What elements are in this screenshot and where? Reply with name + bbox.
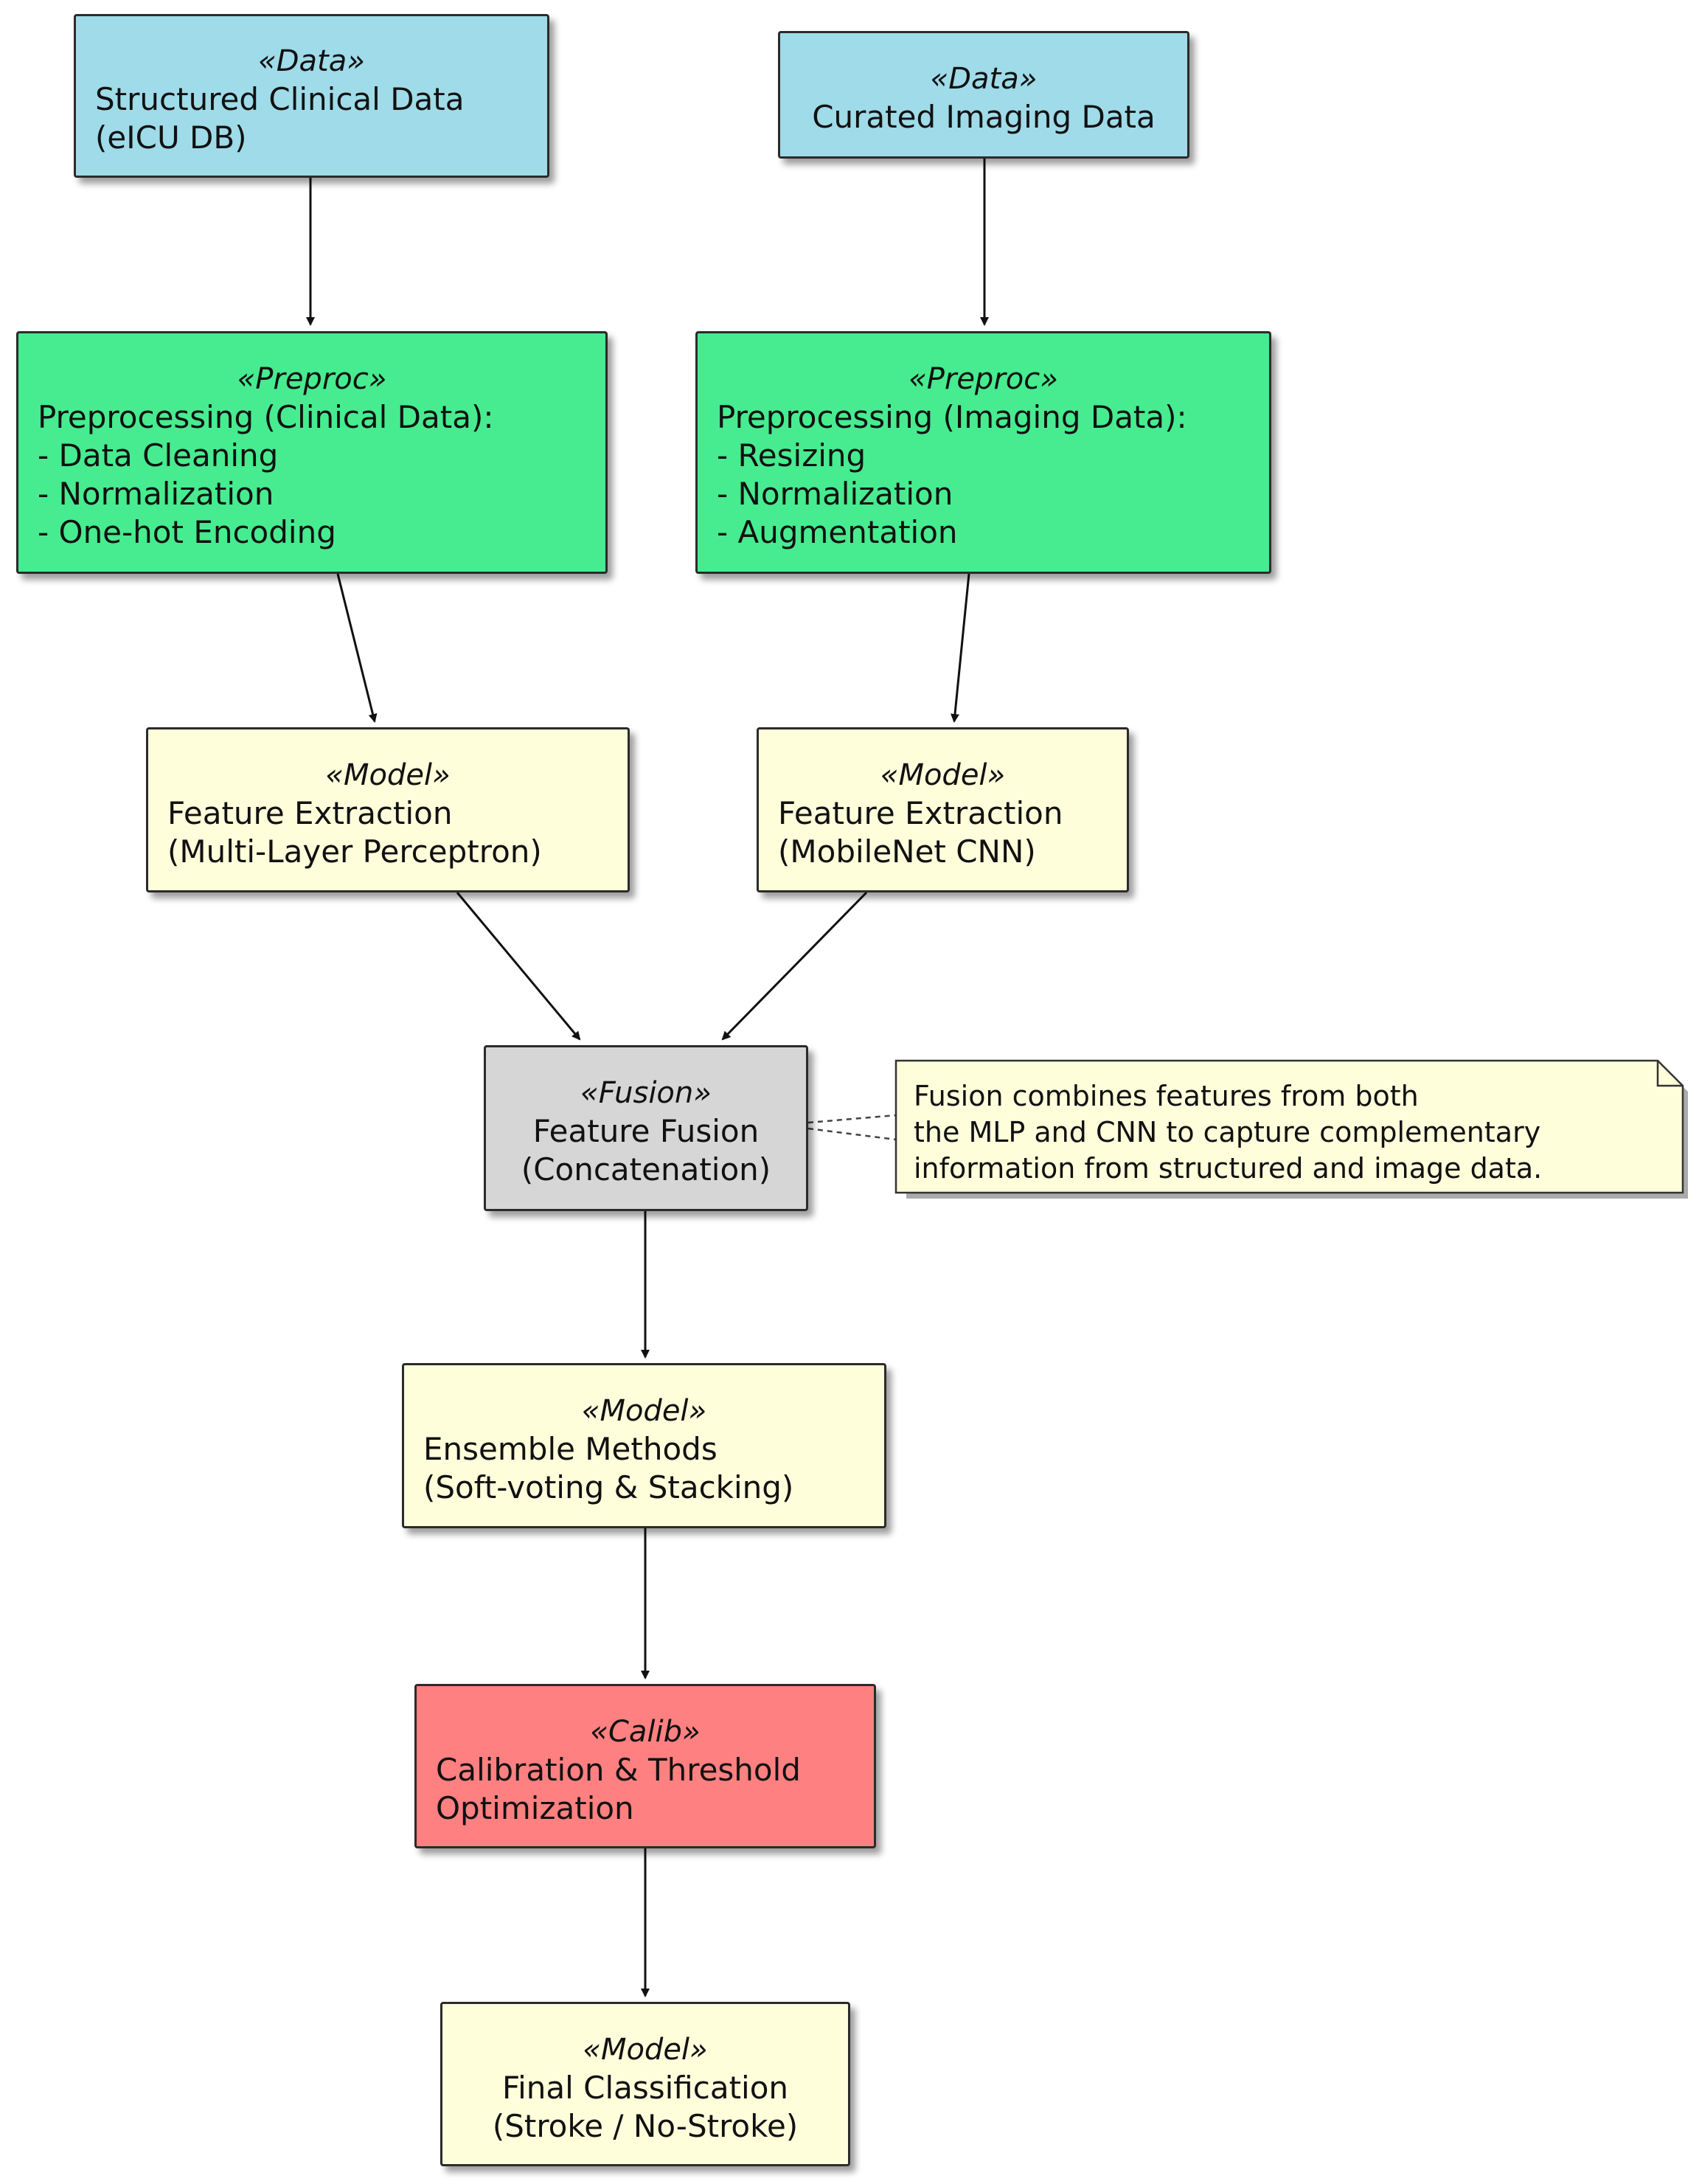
- node-text-line: - Resizing: [717, 437, 866, 474]
- node-text-line: Feature Extraction: [778, 795, 1063, 831]
- edge-preproc-imaging-to-cnn: [951, 573, 970, 723]
- node-text-line: Ensemble Methods: [423, 1431, 718, 1467]
- edge-cnn-to-fusion: [721, 891, 868, 1041]
- node-text-line: Curated Imaging Data: [812, 99, 1156, 135]
- node-text-line: (MobileNet CNN): [778, 833, 1036, 870]
- stereotype-label: «Preproc»: [908, 362, 1058, 396]
- node-feature-fusion: «Fusion» Feature Fusion (Concatenation): [484, 1045, 808, 1211]
- fusion-note: Fusion combines features from both the M…: [896, 1061, 1683, 1193]
- node-ensemble-methods: «Model» Ensemble Methods (Soft-voting & …: [402, 1363, 886, 1528]
- node-preproc-imaging: «Preproc» Preprocessing (Imaging Data): …: [695, 331, 1271, 574]
- stereotype-label: «Model»: [581, 1394, 707, 1428]
- node-text-line: Final Classification: [501, 2070, 789, 2106]
- node-text-line: (Multi-Layer Perceptron): [167, 833, 542, 870]
- node-text-line: - Augmentation: [717, 514, 958, 550]
- node-text-line: (eICU DB): [95, 119, 247, 156]
- node-text-line: Feature Fusion: [532, 1113, 760, 1149]
- note-text-line: information from structured and image da…: [914, 1152, 1543, 1185]
- node-text-line: Calibration & Threshold: [436, 1752, 801, 1788]
- edge-mlp-to-fusion: [456, 892, 581, 1041]
- node-mlp-feature-extraction: «Model» Feature Extraction (Multi-Layer …: [146, 727, 630, 892]
- stereotype-label: «Preproc»: [237, 362, 387, 396]
- node-final-classification: «Model» Final Classification (Stroke / N…: [440, 2002, 850, 2166]
- node-text-line: Preprocessing (Clinical Data):: [38, 399, 494, 435]
- stereotype-label: «Model»: [325, 758, 451, 792]
- note-text-line: Fusion combines features from both: [914, 1080, 1419, 1112]
- node-cnn-feature-extraction: «Model» Feature Extraction (MobileNet CN…: [757, 727, 1129, 892]
- stereotype-label: «Data»: [930, 62, 1038, 96]
- node-text-line: - Normalization: [38, 476, 274, 512]
- node-preproc-clinical: «Preproc» Preprocessing (Clinical Data):…: [16, 331, 608, 574]
- node-text-line: Feature Extraction: [167, 795, 453, 831]
- stereotype-label: «Data»: [258, 44, 365, 78]
- node-text-line: (Stroke / No-Stroke): [492, 2108, 799, 2144]
- stereotype-label: «Model»: [880, 758, 1006, 792]
- node-text-line: Structured Clinical Data: [95, 81, 465, 117]
- stereotype-label: «Fusion»: [580, 1076, 712, 1110]
- node-text-line: - Data Cleaning: [38, 437, 279, 474]
- note-text-line: the MLP and CNN to capture complementary: [914, 1116, 1541, 1148]
- node-calibration: «Calib» Calibration & Threshold Optimiza…: [414, 1684, 876, 1848]
- node-clinical-data: «Data» Structured Clinical Data (eICU DB…: [74, 14, 549, 178]
- note-connector: [807, 1114, 897, 1141]
- node-text-line: (Concatenation): [521, 1151, 771, 1188]
- node-text-line: - One-hot Encoding: [38, 514, 336, 550]
- edge-preproc-clinical-to-mlp: [336, 573, 378, 723]
- node-text-line: - Normalization: [717, 476, 953, 512]
- stereotype-label: «Calib»: [590, 1715, 701, 1749]
- stereotype-label: «Model»: [583, 2033, 708, 2067]
- node-text-line: (Soft-voting & Stacking): [423, 1469, 794, 1505]
- node-text-line: Optimization: [436, 1790, 634, 1826]
- node-text-line: Preprocessing (Imaging Data):: [717, 399, 1187, 435]
- node-imaging-data: «Data» Curated Imaging Data: [778, 31, 1189, 159]
